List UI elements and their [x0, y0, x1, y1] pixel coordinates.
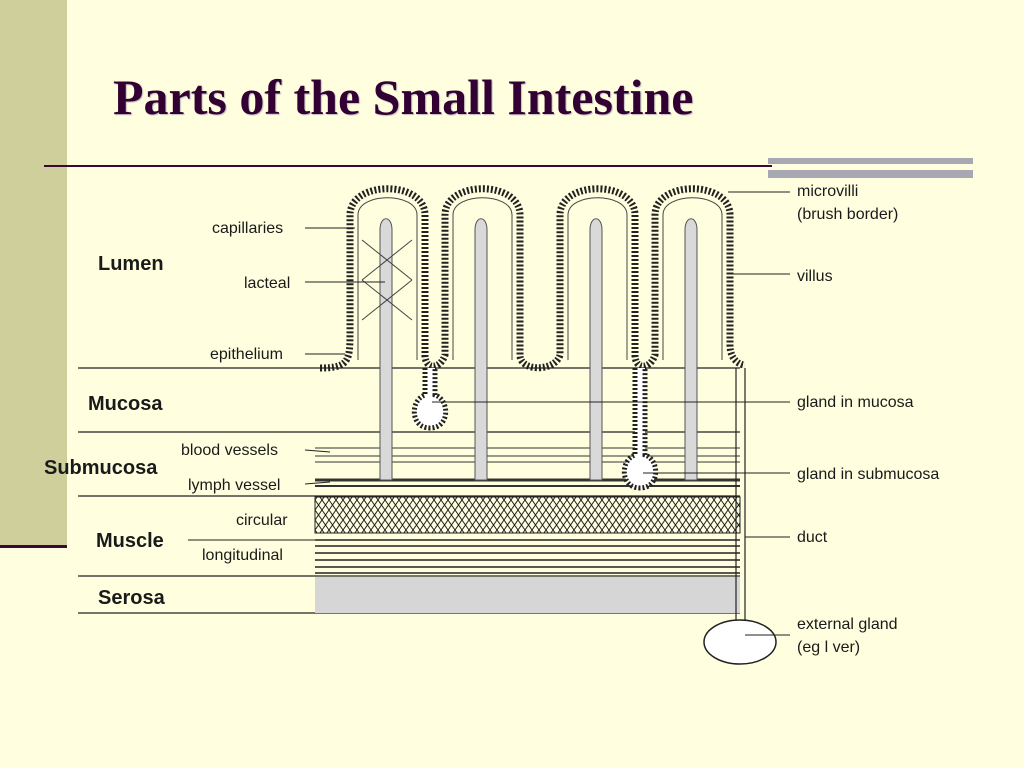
- title-rule: [44, 165, 772, 167]
- label-brush-border: (brush border): [797, 206, 898, 223]
- side-bar: [0, 0, 67, 545]
- capillary: [361, 239, 413, 321]
- label-eg-liver: (eg l ver): [797, 639, 860, 656]
- label-circular: circular: [236, 512, 288, 529]
- accent-rule-bottom: [768, 170, 973, 178]
- submucosa-vessels: [315, 447, 740, 487]
- slide-title: Parts of the Small Intestine: [113, 69, 694, 125]
- accent-rule-top: [768, 158, 973, 164]
- label-microvilli: microvilli: [797, 183, 858, 200]
- gland-in-mucosa: [411, 368, 449, 431]
- lacteal-core: [379, 218, 393, 481]
- lymph-vessel-leader: [304, 481, 331, 485]
- label-capillaries: capillaries: [212, 220, 283, 237]
- label-blood-vessels: blood vessels: [181, 442, 278, 459]
- duct: [735, 368, 746, 625]
- capillary-network: [361, 239, 413, 321]
- gland-in-submucosa: [621, 368, 659, 491]
- lacteal-core: [684, 218, 698, 481]
- left-leaders: [188, 227, 385, 541]
- serosa-layer: [315, 577, 740, 613]
- label-lymph-vessel: lymph vessel: [188, 477, 280, 494]
- longitudinal-muscle: [315, 539, 740, 574]
- blood-vessels-leader: [304, 449, 331, 453]
- label-serosa: Serosa: [98, 587, 166, 609]
- label-lacteal: lacteal: [244, 275, 290, 292]
- external-gland: [703, 619, 777, 665]
- label-longitudinal: longitudinal: [202, 547, 283, 564]
- side-bar-rule: [0, 545, 67, 548]
- label-villus: villus: [797, 268, 833, 285]
- label-submucosa: Submucosa: [44, 457, 158, 479]
- label-lumen: Lumen: [98, 253, 164, 275]
- label-muscle: Muscle: [96, 530, 164, 552]
- right-leaders: [432, 191, 790, 636]
- epithelium-outline: [319, 185, 746, 372]
- label-epithelium: epithelium: [210, 346, 283, 363]
- lacteal-core: [474, 218, 488, 481]
- label-gland-in-mucosa: gland in mucosa: [797, 394, 914, 411]
- label-duct: duct: [797, 529, 828, 546]
- label-mucosa: Mucosa: [88, 393, 163, 415]
- circular-muscle: [314, 496, 741, 534]
- lacteal-core: [589, 218, 603, 481]
- lacteals: [379, 218, 698, 481]
- label-external-gland: external gland: [797, 616, 898, 633]
- label-gland-in-submucosa: gland in submucosa: [797, 466, 939, 483]
- epithelium-inner: [357, 197, 723, 360]
